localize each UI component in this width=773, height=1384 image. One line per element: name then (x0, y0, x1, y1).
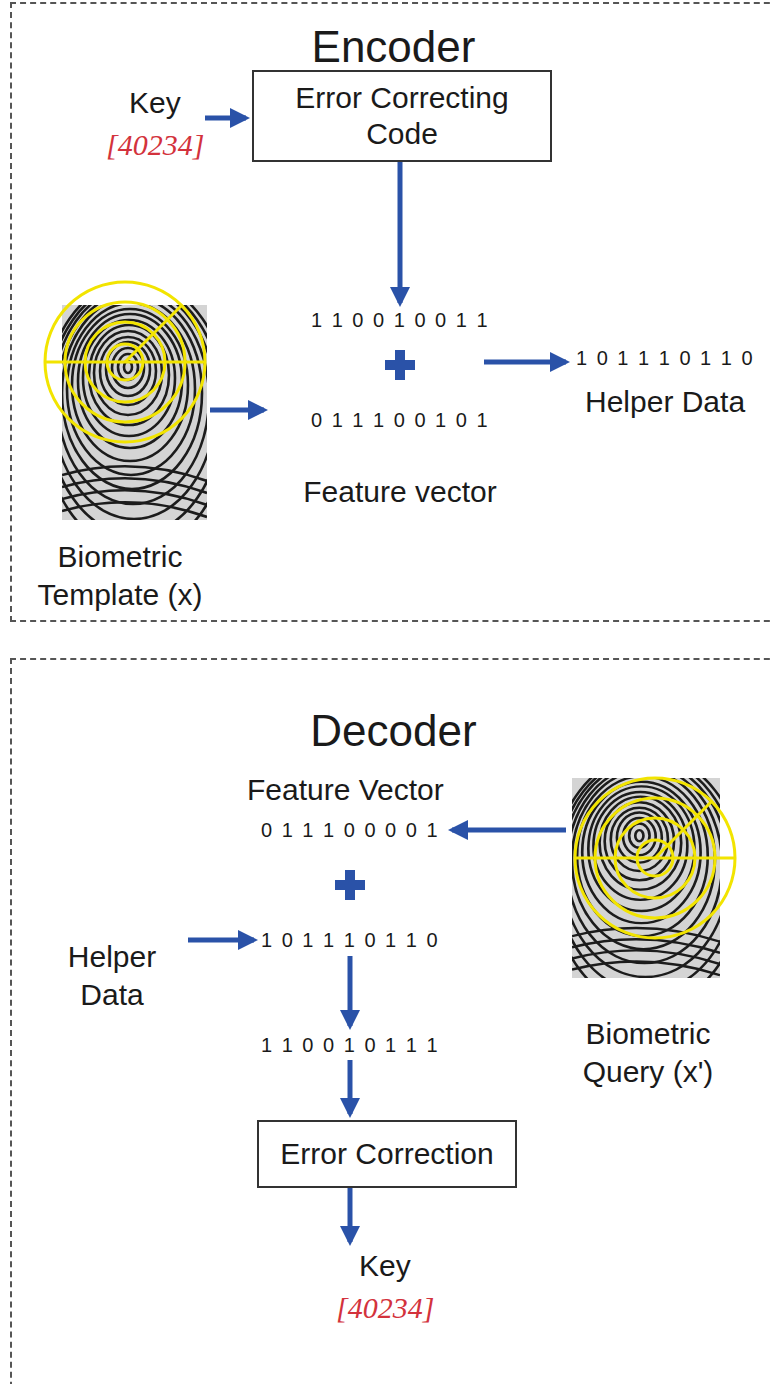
query-label: Biometric Query (x') (558, 1015, 738, 1090)
arrow (484, 360, 566, 365)
helper-label: Helper Data (585, 383, 745, 421)
bit-string: 0 1 1 1 0 0 1 0 1 (311, 408, 490, 433)
template-label: Biometric Template (x) (20, 538, 220, 613)
key-value: [40234] (106, 126, 204, 164)
bit-string: 1 1 0 0 1 0 1 1 1 (261, 1033, 440, 1058)
feature-label: Feature Vector (247, 771, 444, 809)
key-label: Key (359, 1247, 411, 1285)
process-box: Error Correction (257, 1120, 517, 1188)
arrow (205, 116, 246, 121)
arrow (452, 828, 566, 833)
key-label: Key (129, 84, 181, 122)
process-box: Error Correcting Code (252, 70, 552, 162)
arrow (348, 956, 353, 1026)
bit-string: 0 1 1 1 0 0 0 0 1 (261, 818, 440, 843)
fingerprint-image (552, 754, 744, 1007)
panel-title: Encoder (12, 22, 773, 73)
fingerprint-image (42, 279, 230, 551)
arrow (188, 938, 254, 943)
arrow (348, 1060, 353, 1114)
box-label: Error Correction (272, 1132, 501, 1176)
bit-string: 1 0 1 1 1 0 1 1 0 (576, 346, 755, 371)
arrow (210, 408, 264, 413)
bit-string: 1 0 1 1 1 0 1 1 0 (261, 928, 440, 953)
plus-symbol (385, 350, 415, 380)
box-label: Error Correcting Code (254, 76, 550, 156)
panel-title: Decoder (12, 706, 773, 757)
plus-symbol (335, 870, 365, 900)
bit-string: 1 1 0 0 1 0 0 1 1 (311, 308, 490, 333)
helper-label: Helper Data (37, 938, 187, 1013)
arrow (348, 1187, 353, 1242)
key-value: [40234] (336, 1289, 434, 1327)
feature-label: Feature vector (295, 473, 505, 511)
